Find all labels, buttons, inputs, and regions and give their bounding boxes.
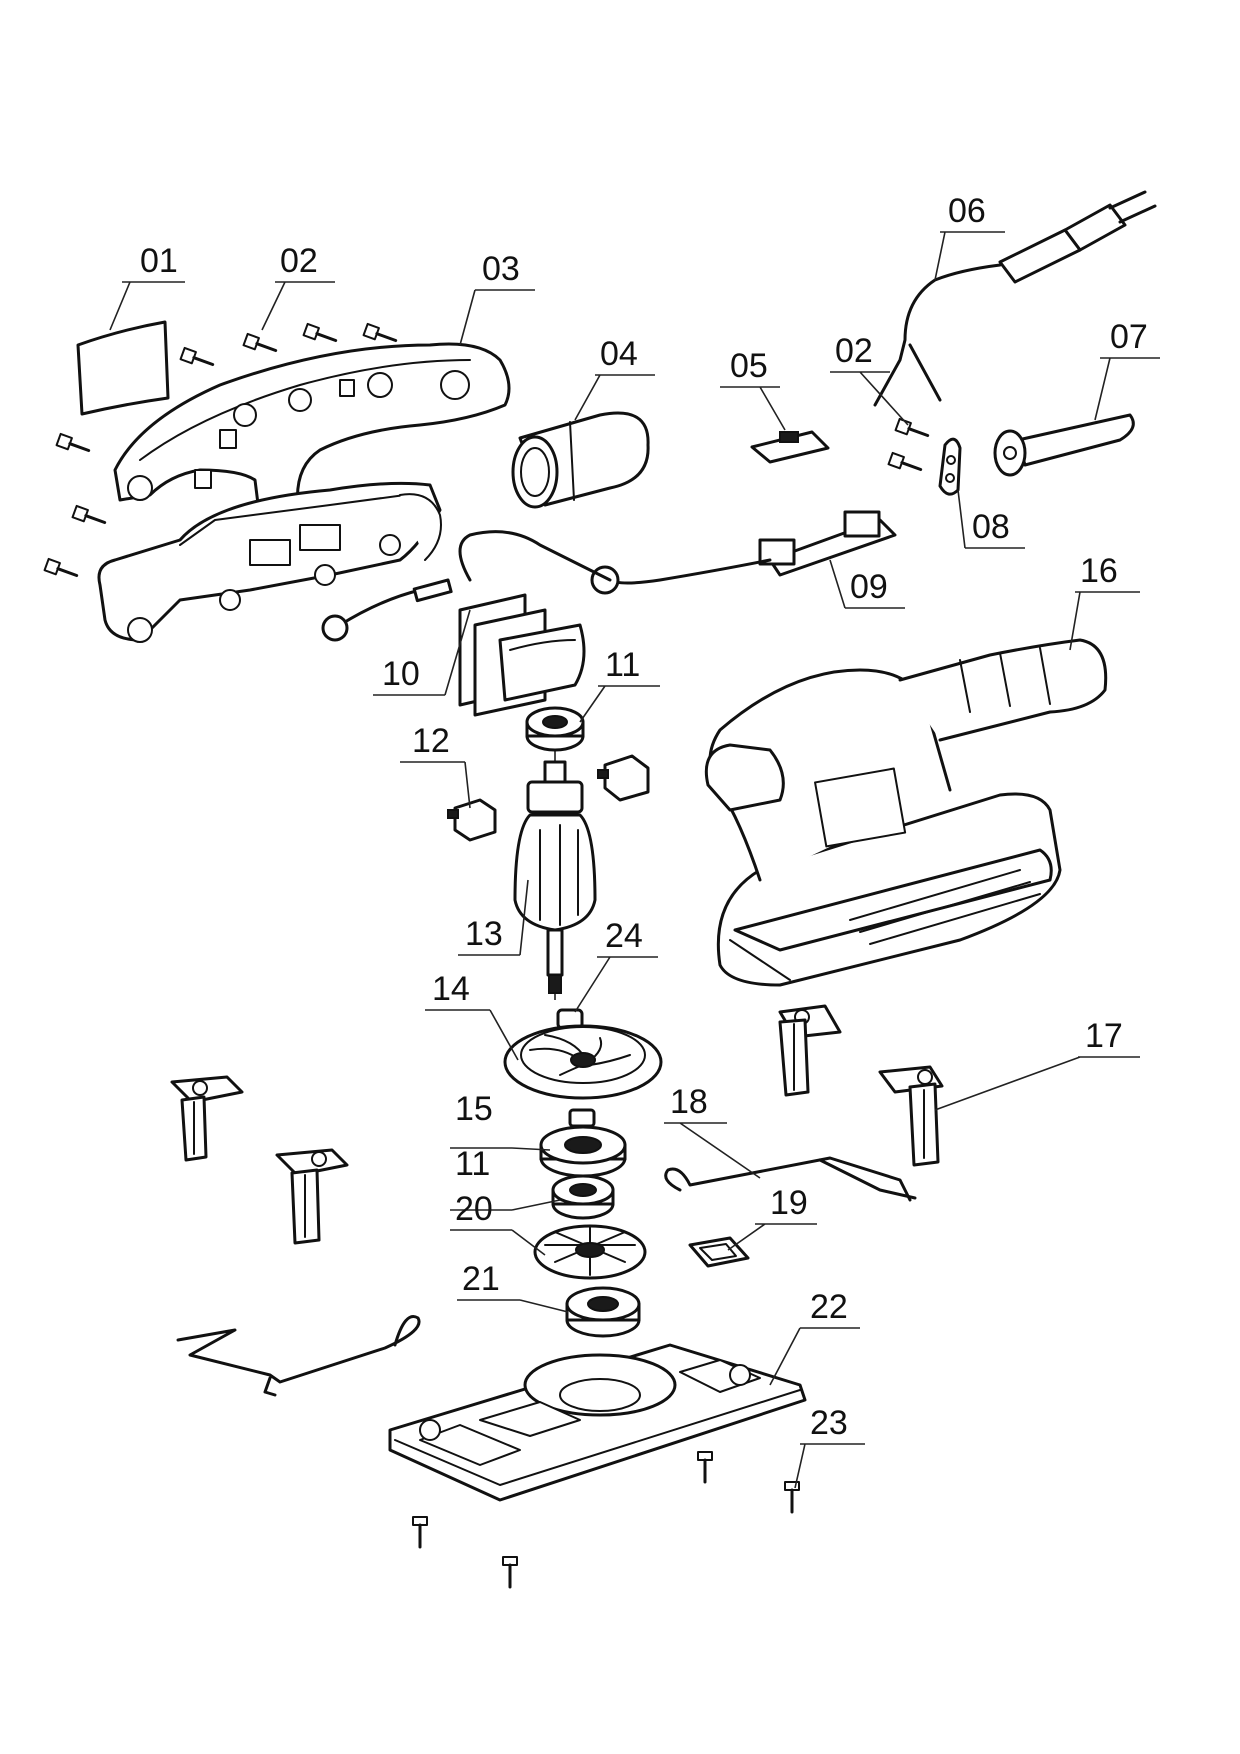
callout-07: 07 (1110, 318, 1148, 356)
part-02-screws-cable-clamp (887, 417, 930, 472)
callout-11a: 11 (605, 646, 640, 684)
part-05-switch-slider (750, 430, 830, 464)
part-15-eccentric-bearing (539, 1108, 627, 1178)
callout-24: 24 (605, 917, 643, 955)
part-07-cord-sleeve (993, 413, 1135, 477)
part-01-label-plate (76, 320, 170, 416)
part-09-switch-assembly (458, 510, 897, 595)
part-10-field-coils (321, 578, 586, 717)
part-06-power-cord (873, 190, 1157, 407)
callout-20: 20 (455, 1190, 493, 1228)
callout-10: 10 (382, 655, 420, 693)
part-18-wire-clip (664, 1156, 917, 1202)
callout-06: 06 (948, 192, 986, 230)
part-03-housing (97, 342, 511, 643)
callout-11b: 11 (455, 1145, 490, 1183)
part-11-bearing-lower (551, 1174, 615, 1220)
callout-05: 05 (730, 347, 768, 385)
callout-04: 04 (600, 335, 638, 373)
callout-16: 16 (1080, 552, 1118, 590)
callout-13: 13 (465, 915, 503, 953)
part-02-screws-housing (43, 322, 398, 578)
callout-18: 18 (670, 1083, 708, 1121)
callout-01: 01 (140, 242, 178, 280)
callout-03: 03 (482, 250, 520, 288)
callout-02: 02 (280, 242, 318, 280)
part-21-bearing (565, 1286, 641, 1338)
callout-02b: 02 (835, 332, 873, 370)
part-18-wire-clip-left (176, 1315, 421, 1397)
part-17-clamps (170, 1004, 944, 1245)
callout-12: 12 (412, 722, 450, 760)
part-16-assembled-sander (704, 638, 1108, 987)
leader-lines (109, 231, 1160, 1489)
callout-22: 22 (810, 1288, 848, 1326)
part-20-fan-lower (533, 1224, 647, 1280)
callout-09: 09 (850, 568, 888, 606)
part-23-screws (412, 1451, 800, 1589)
callout-19: 19 (770, 1184, 808, 1222)
callout-21: 21 (462, 1260, 500, 1298)
part-13-armature (513, 750, 597, 1000)
part-12-carbon-brushes (447, 754, 650, 842)
part-14-fan (503, 1024, 663, 1100)
callout-17: 17 (1085, 1017, 1123, 1055)
callout-08: 08 (972, 508, 1010, 546)
callout-labels: 01 02 03 04 05 02 06 07 08 09 10 11 12 1… (140, 192, 1148, 1442)
callout-15: 15 (455, 1090, 493, 1128)
callout-14: 14 (432, 970, 470, 1008)
part-08-cable-clamp (938, 437, 962, 496)
callout-23: 23 (810, 1404, 848, 1442)
part-11-bearing-upper (525, 706, 585, 752)
part-22-base-plate (388, 1343, 807, 1502)
part-19-spacer-block (688, 1236, 750, 1268)
part-04-motor-field (511, 411, 650, 509)
